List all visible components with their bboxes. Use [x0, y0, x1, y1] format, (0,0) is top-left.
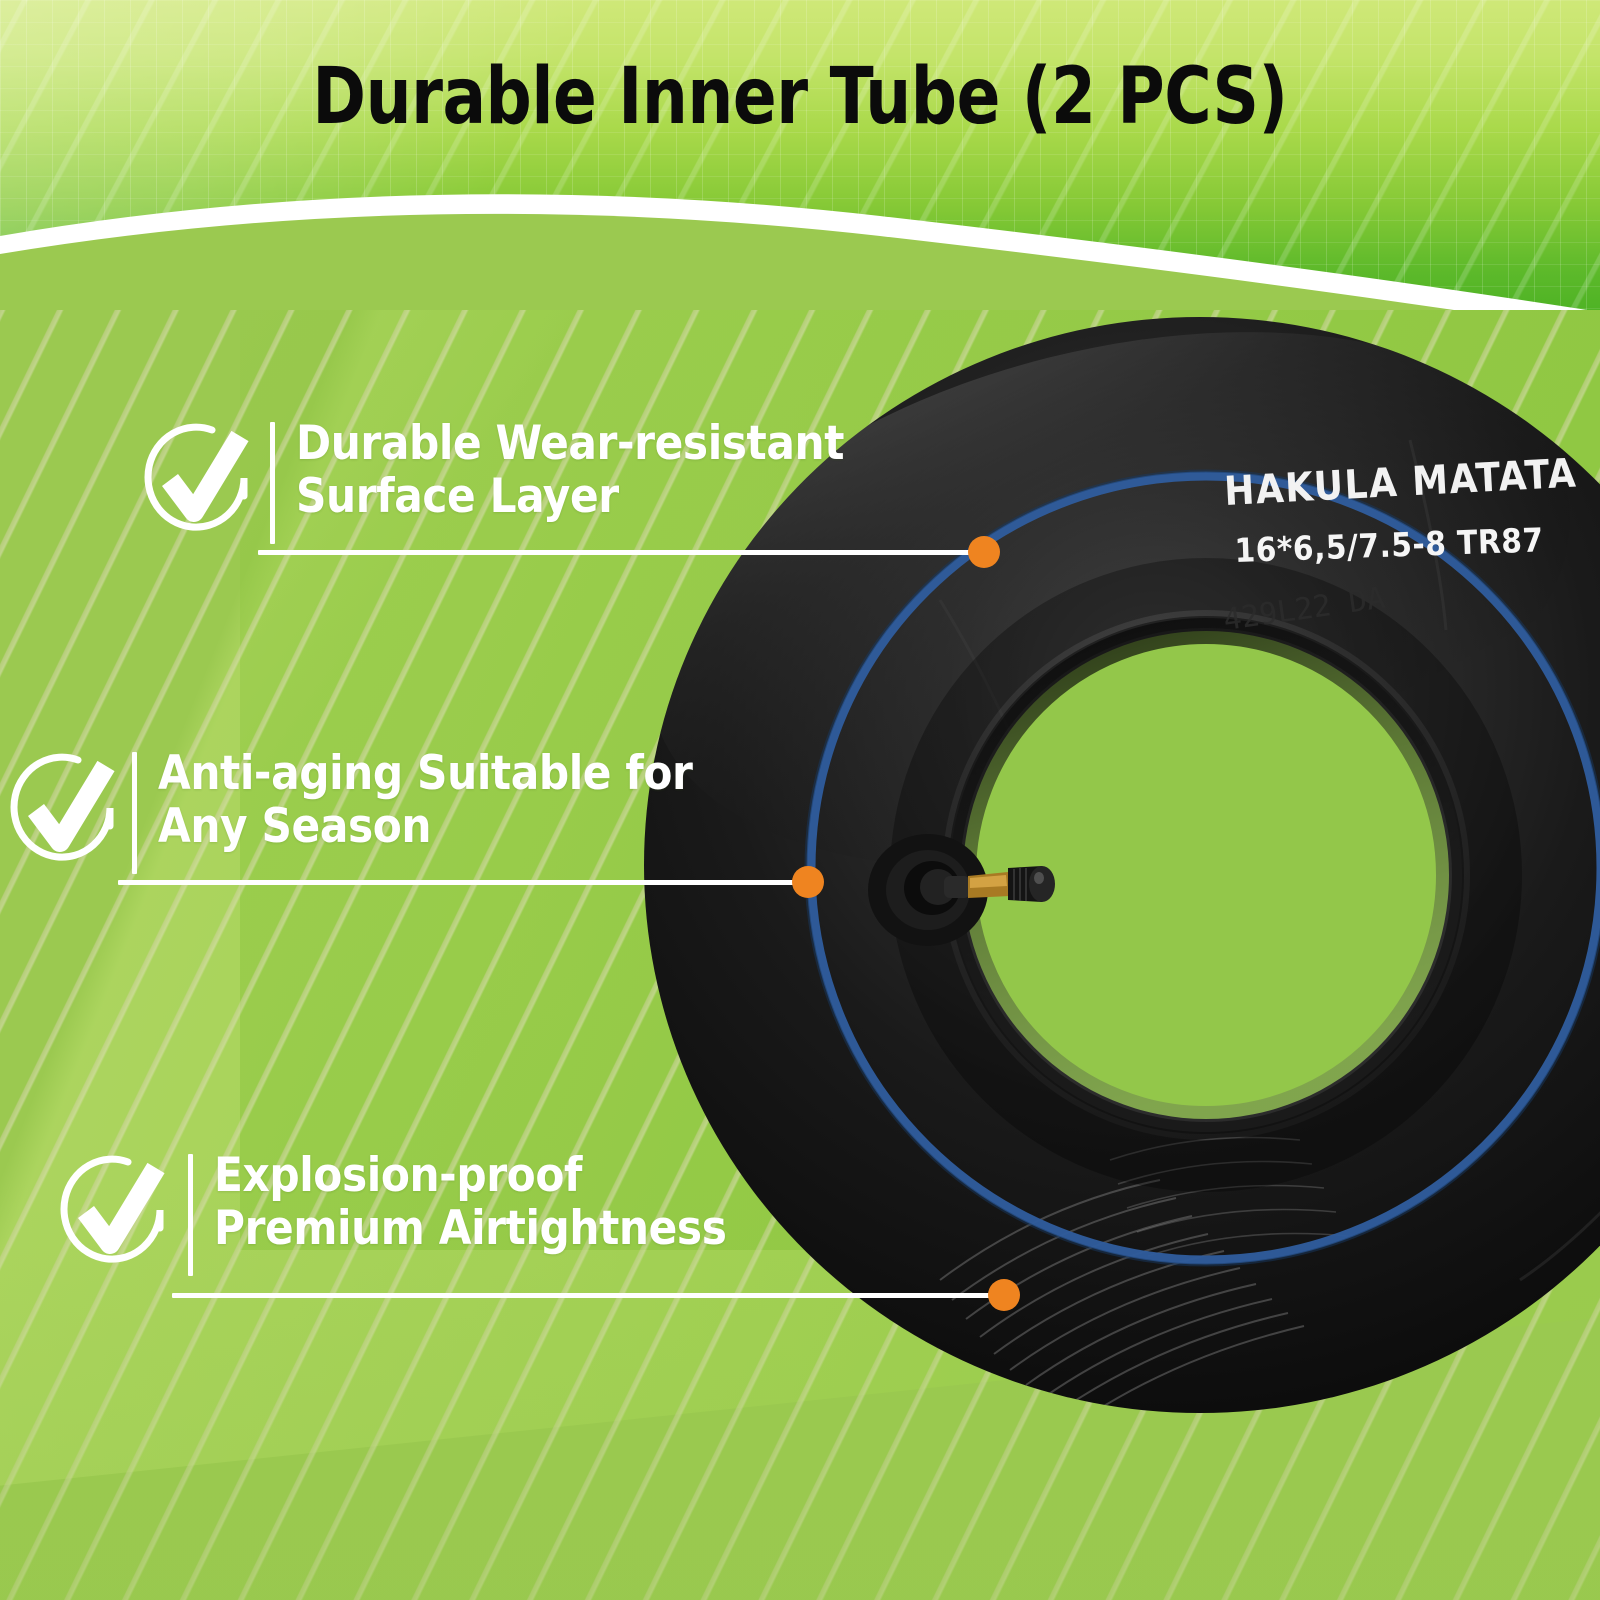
feature-label: Anti-aging Suitable for Any Season — [158, 746, 693, 854]
check-circle-icon — [6, 748, 124, 875]
header-banner: Durable Inner Tube (2 PCS) — [0, 0, 1600, 310]
tr87-valve-stem — [868, 834, 1055, 946]
page-title: Durable Inner Tube (2 PCS) — [312, 52, 1288, 142]
feature-vertical-bar — [270, 422, 275, 544]
feature-connector-line-2 — [118, 880, 808, 885]
feature-connector-dot-2 — [792, 866, 824, 898]
check-circle-icon — [140, 418, 258, 545]
feature-item-durable-wear-resistant: Durable Wear-resistant Surface Layer — [140, 416, 910, 545]
feature-label: Durable Wear-resistant Surface Layer — [296, 416, 845, 524]
feature-connector-line-1 — [258, 550, 980, 555]
check-circle-icon — [56, 1150, 174, 1277]
feature-connector-dot-3 — [988, 1279, 1020, 1311]
feature-connector-line-3 — [172, 1293, 1000, 1298]
feature-item-anti-aging-any-season: Anti-aging Suitable for Any Season — [6, 746, 796, 875]
feature-vertical-bar — [132, 752, 137, 874]
feature-item-explosion-proof-airtightness: Explosion-proof Premium Airtightness — [56, 1148, 916, 1277]
feature-vertical-bar — [188, 1154, 193, 1276]
banner-curve-divider — [0, 194, 1588, 310]
feature-label: Explosion-proof Premium Airtightness — [214, 1148, 727, 1256]
feature-connector-dot-1 — [968, 536, 1000, 568]
